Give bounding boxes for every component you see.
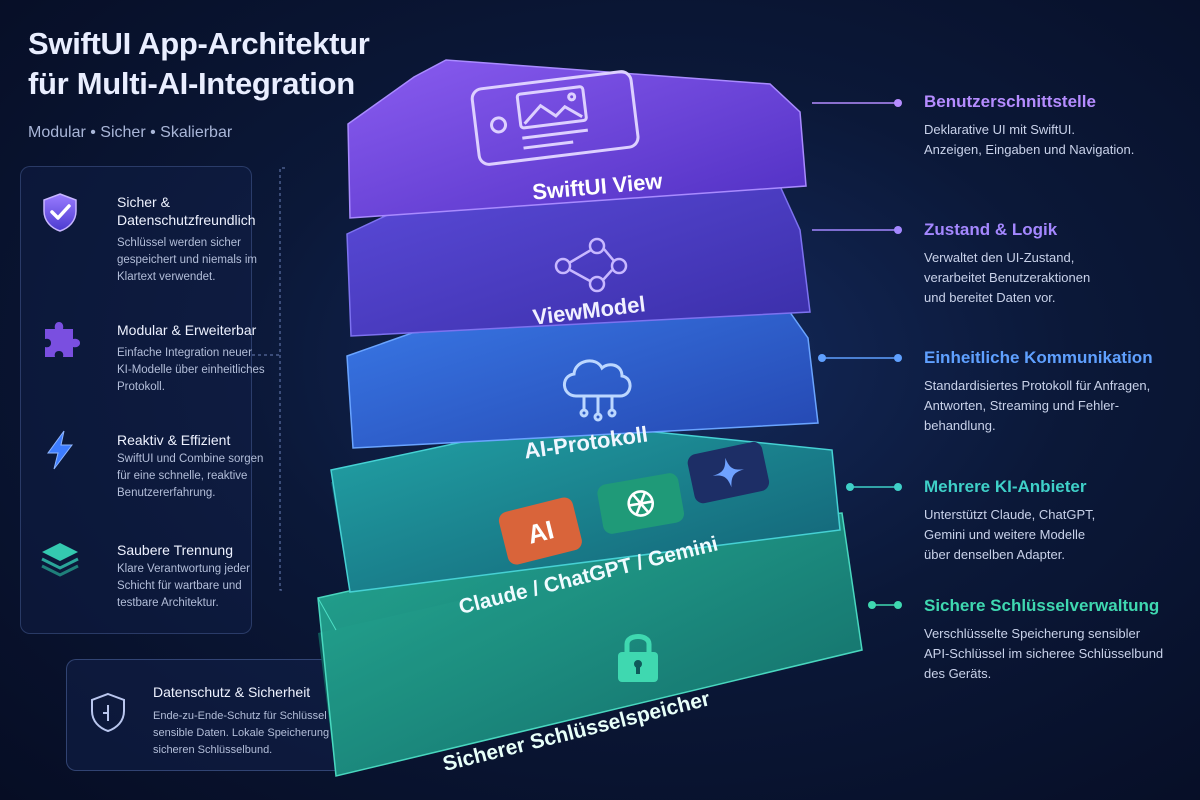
privacy-box: Datenschutz & Sicherheit Ende-zu-Ende-Sc… xyxy=(66,659,356,771)
page-title: SwiftUI App-Architektur für Multi-AI-Int… xyxy=(28,26,370,101)
screen-icon xyxy=(470,70,640,166)
puzzle-icon xyxy=(45,322,80,357)
anthropic-badge: AI xyxy=(498,497,582,565)
desc-title: Zustand & Logik xyxy=(924,220,1058,239)
layer-viewmodel: ViewModel xyxy=(346,185,811,337)
layer-ai-protocol: AI-Protokoll xyxy=(346,297,819,464)
page-subtitle: Modular • Sicher • Skalierbar xyxy=(28,124,233,141)
desc-title: Sichere Schlüsselverwaltung xyxy=(924,596,1160,615)
lock-icon xyxy=(618,634,658,682)
privacy-desc: Ende-zu-Ende-Schutz für Schlüssel und se… xyxy=(153,710,349,756)
cloud-icon xyxy=(563,359,632,422)
privacy-title: Datenschutz & Sicherheit xyxy=(153,684,311,700)
features-panel: Sicher & Datenschutzfreundlich Schlüssel… xyxy=(20,166,265,634)
openai-badge xyxy=(597,473,685,534)
desc-keystore: Sichere Schlüsselverwaltung Verschlüssel… xyxy=(924,596,1194,684)
desc-communication: Einheitliche Kommunikation Standardisier… xyxy=(924,348,1194,436)
gemini-badge xyxy=(687,441,770,504)
layers-icon xyxy=(41,543,79,577)
layer-swiftui-view: SwiftUI View xyxy=(347,59,807,219)
desc-ui: Benutzerschnittstelle Deklarative UI mit… xyxy=(924,92,1194,160)
desc-title: Einheitliche Kommunikation xyxy=(924,348,1153,367)
desc-title: Benutzerschnittstelle xyxy=(924,92,1096,111)
header: SwiftUI App-Architektur für Multi-AI-Int… xyxy=(28,24,370,142)
desc-title: Mehrere KI-Anbieter xyxy=(924,477,1087,496)
lightning-icon xyxy=(47,430,73,470)
shield-check-icon xyxy=(43,193,77,232)
shield-outline-icon xyxy=(91,692,125,733)
desc-providers: Mehrere KI-Anbieter Unterstützt Claude, … xyxy=(924,477,1194,565)
desc-state: Zustand & Logik Verwaltet den UI-Zustand… xyxy=(924,220,1194,308)
nodes-icon xyxy=(554,237,628,293)
connector-lines xyxy=(812,99,902,609)
